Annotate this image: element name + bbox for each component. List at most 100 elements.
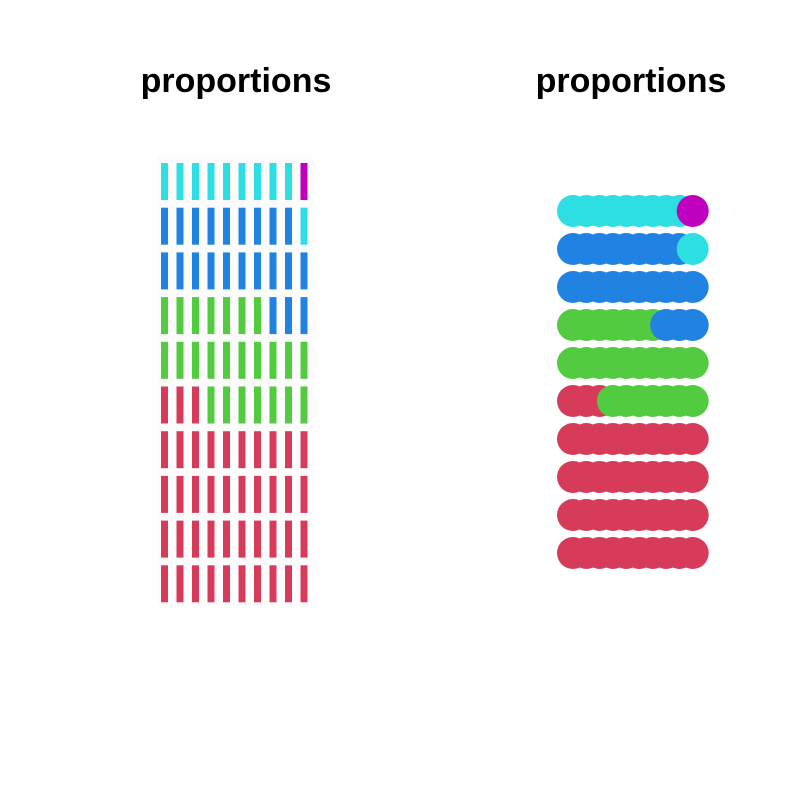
waffle-circle-cell <box>676 271 709 303</box>
waffle-bar-cell <box>207 386 215 424</box>
waffle-bar-cell <box>207 341 215 379</box>
waffle-bar-cell <box>269 520 277 558</box>
waffle-bar-cell <box>176 520 184 558</box>
waffle-bar-cell <box>238 297 246 335</box>
waffle-chart-bars <box>157 157 313 605</box>
waffle-bar-cell <box>285 341 292 379</box>
waffle-bar-cell <box>223 252 230 290</box>
waffle-bar-cell <box>300 163 308 200</box>
waffle-bar-cell <box>176 163 184 200</box>
waffle-bar-cell <box>285 386 292 424</box>
waffle-bar-cell <box>300 297 308 335</box>
waffle-bar-cell <box>223 431 230 469</box>
waffle-circle-cell <box>676 347 709 379</box>
waffle-bar-cell <box>285 252 292 290</box>
waffle-circle-cell <box>676 423 709 455</box>
waffle-bar-cell <box>176 565 184 603</box>
waffle-bar-cell <box>269 252 277 290</box>
waffle-bar-cell <box>161 565 168 603</box>
waffle-bar-cell <box>223 341 230 379</box>
waffle-bar-cell <box>269 386 277 424</box>
waffle-bar-cell <box>300 207 308 245</box>
waffle-bar-cell <box>300 252 308 290</box>
waffle-bar-cell <box>161 386 168 424</box>
waffle-bar-cell <box>254 386 261 424</box>
waffle-circle-cell <box>676 499 709 531</box>
waffle-bar-cell <box>285 475 292 513</box>
waffle-bar-cell <box>223 297 230 335</box>
waffle-bar-cell <box>223 565 230 603</box>
waffle-chart-circles <box>557 195 709 569</box>
waffle-bar-cell <box>254 475 261 513</box>
waffle-bar-cell <box>176 475 184 513</box>
waffle-bar-cell <box>161 475 168 513</box>
waffle-bar-cell <box>300 341 308 379</box>
waffle-bar-cell <box>238 252 246 290</box>
waffle-bar-cell <box>192 341 199 379</box>
waffle-bar-cell <box>285 207 292 245</box>
waffle-bar-cell <box>192 207 199 245</box>
waffle-bar-cell <box>238 386 246 424</box>
waffle-bar-cell <box>161 207 168 245</box>
waffle-bar-cell <box>207 297 215 335</box>
waffle-bar-cell <box>207 252 215 290</box>
waffle-bar-cell <box>223 475 230 513</box>
waffle-bar-cell <box>161 163 168 200</box>
waffle-bar-cell <box>269 341 277 379</box>
waffle-bar-cell <box>254 163 261 200</box>
waffle-bar-cell <box>285 431 292 469</box>
waffle-bar-cell <box>254 565 261 603</box>
waffle-bar-cell <box>176 341 184 379</box>
waffle-bar-cell <box>269 431 277 469</box>
waffle-bar-cell <box>223 520 230 558</box>
waffle-bar-cell <box>254 341 261 379</box>
waffle-circle-cell <box>676 309 709 341</box>
waffle-bar-cell <box>254 520 261 558</box>
waffle-bar-cell <box>192 475 199 513</box>
waffle-bar-cell <box>192 252 199 290</box>
waffle-bar-cell <box>300 520 308 558</box>
waffle-bar-cell <box>285 565 292 603</box>
waffle-bar-cell <box>161 520 168 558</box>
waffle-bar-cell <box>207 431 215 469</box>
waffle-bar-cell <box>207 565 215 603</box>
chart-title-left: proportions <box>140 62 332 100</box>
waffle-bar-cell <box>269 565 277 603</box>
waffle-bar-cell <box>238 207 246 245</box>
waffle-circle-cell <box>676 195 709 227</box>
waffle-bar-cell <box>192 565 199 603</box>
waffle-bar-cell <box>238 431 246 469</box>
waffle-bar-cell <box>269 475 277 513</box>
waffle-bar-cell <box>176 207 184 245</box>
waffle-bar-cell <box>269 207 277 245</box>
waffle-bar-cell <box>192 431 199 469</box>
waffle-bar-cell <box>238 341 246 379</box>
waffle-bar-cell <box>300 431 308 469</box>
waffle-bar-cell <box>254 431 261 469</box>
waffle-bar-cell <box>238 520 246 558</box>
waffle-bar-cell <box>192 297 199 335</box>
waffle-bar-cell <box>207 520 215 558</box>
waffle-circle-cell <box>676 537 709 569</box>
waffle-bar-cell <box>161 297 168 335</box>
waffle-bar-cell <box>161 252 168 290</box>
waffle-circle-cell <box>676 461 709 493</box>
waffle-bar-cell <box>285 520 292 558</box>
waffle-bar-cell <box>161 431 168 469</box>
waffle-bar-cell <box>207 475 215 513</box>
waffle-bar-cell <box>238 475 246 513</box>
waffle-bar-cell <box>269 163 277 200</box>
waffle-bar-cell <box>300 565 308 603</box>
waffle-circle-cell <box>676 233 709 265</box>
waffle-bar-cell <box>207 163 215 200</box>
waffle-bar-cell <box>192 386 199 424</box>
waffle-bar-cell <box>300 475 308 513</box>
waffle-bar-cell <box>161 341 168 379</box>
waffle-bar-cell <box>223 386 230 424</box>
waffle-bar-cell <box>269 297 277 335</box>
waffle-bar-cell <box>254 207 261 245</box>
waffle-bar-cell <box>192 520 199 558</box>
waffle-circle-cell <box>676 385 709 417</box>
waffle-bar-cell <box>254 297 261 335</box>
waffle-bar-cell <box>176 386 184 424</box>
